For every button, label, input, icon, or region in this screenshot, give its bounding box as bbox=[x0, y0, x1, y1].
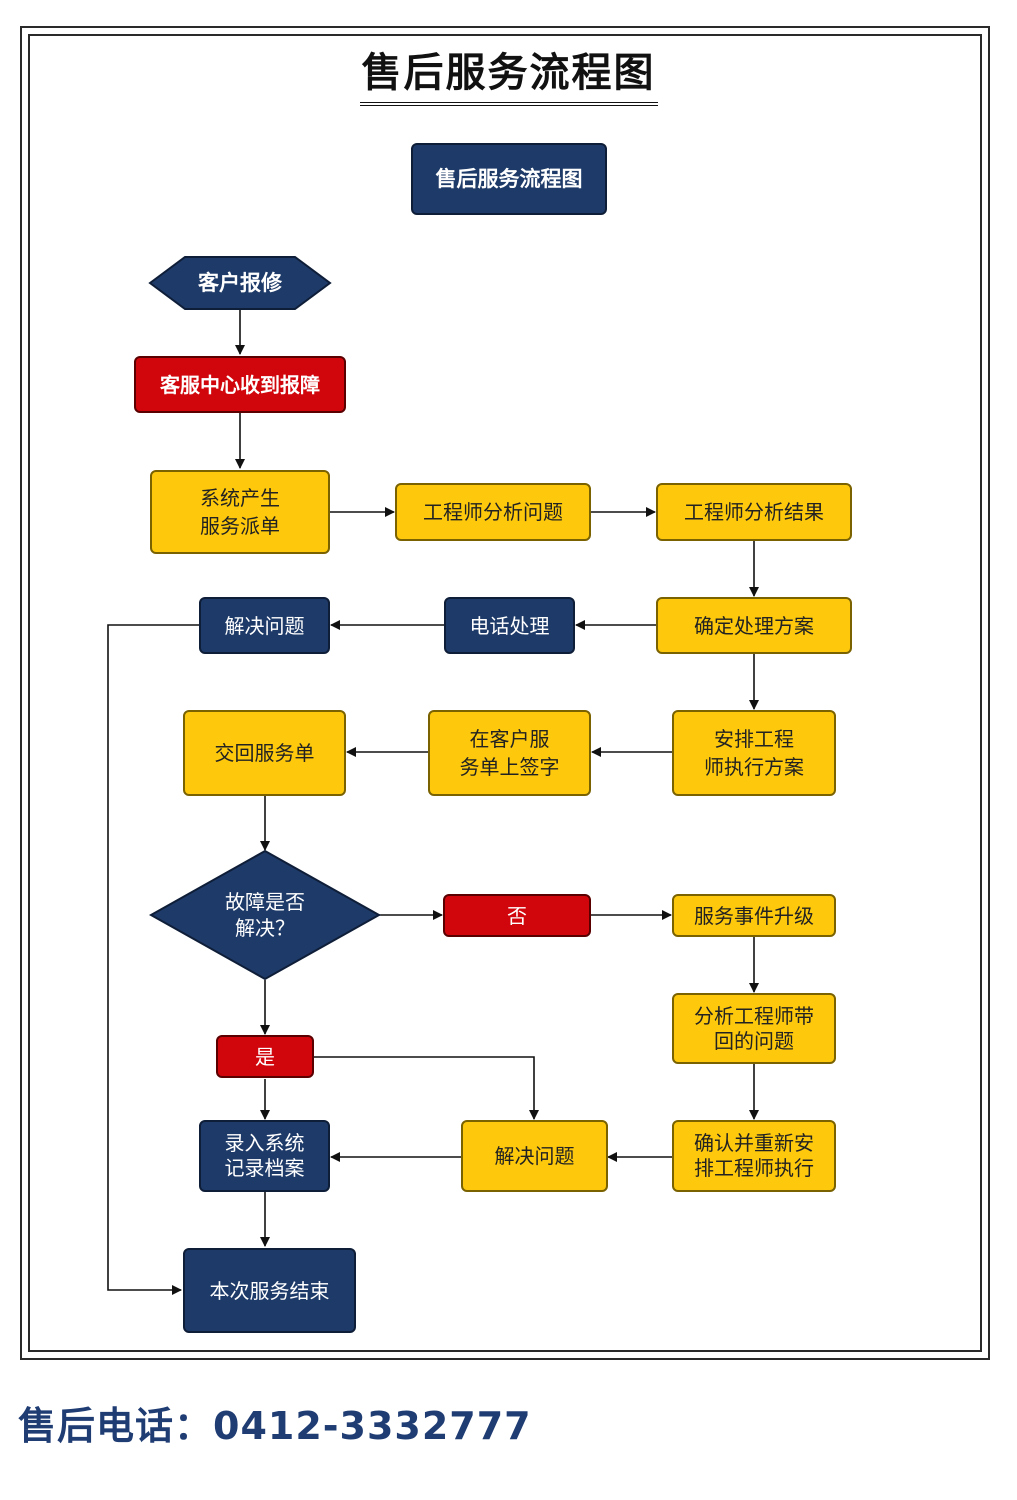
outer-frame bbox=[20, 26, 990, 1360]
node-dispatch: 系统产生 服务派单 bbox=[150, 470, 330, 554]
node-return: 交回服务单 bbox=[183, 710, 346, 796]
node-report: 客户报修 bbox=[198, 271, 282, 295]
node-no: 否 bbox=[443, 894, 591, 937]
node-receive: 客服中心收到报障 bbox=[134, 356, 346, 413]
node-confirm: 确认并重新安 排工程师执行 bbox=[672, 1120, 836, 1192]
node-decision: 故障是否 解决？ bbox=[225, 890, 305, 940]
node-arrange: 安排工程 师执行方案 bbox=[672, 710, 836, 796]
node-yes: 是 bbox=[216, 1035, 314, 1078]
node-analyze: 工程师分析问题 bbox=[395, 483, 591, 541]
node-plan: 确定处理方案 bbox=[656, 597, 852, 654]
node-analyze-back: 分析工程师带 回的问题 bbox=[672, 993, 836, 1064]
arrow-solve-end bbox=[107, 624, 199, 1295]
report-hexagon bbox=[148, 256, 332, 310]
decision-diamond bbox=[148, 849, 382, 981]
arrow-yes-solve bbox=[314, 1056, 539, 1120]
node-record: 录入系统 记录档案 bbox=[199, 1120, 330, 1192]
page-title: 售后服务流程图 bbox=[0, 48, 1017, 106]
node-solve-top: 解决问题 bbox=[199, 597, 330, 654]
node-solve-bottom: 解决问题 bbox=[461, 1120, 608, 1192]
node-escalate: 服务事件升级 bbox=[672, 894, 836, 937]
service-phone: 售后电话：0412-3332777 bbox=[18, 1404, 532, 1448]
node-sign: 在客户服 务单上签字 bbox=[428, 710, 591, 796]
node-result: 工程师分析结果 bbox=[656, 483, 852, 541]
node-end: 本次服务结束 bbox=[183, 1248, 356, 1333]
inner-frame bbox=[28, 34, 982, 1352]
node-phone: 电话处理 bbox=[444, 597, 575, 654]
header-box: 售后服务流程图 bbox=[411, 143, 607, 215]
